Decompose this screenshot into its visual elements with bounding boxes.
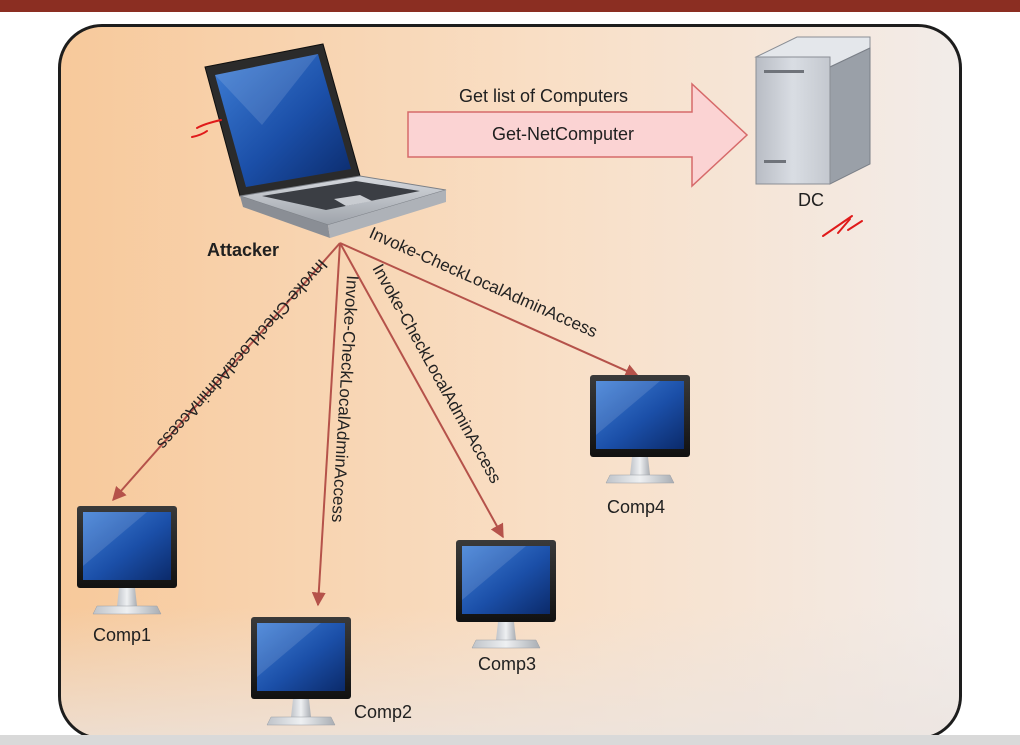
comp2-label: Comp2 bbox=[354, 702, 413, 722]
edge-attacker-comp4 bbox=[339, 242, 640, 378]
request-arrow-top-label: Get list of Computers bbox=[459, 86, 629, 106]
comp3-label: Comp3 bbox=[478, 654, 537, 674]
comp1-label: Comp1 bbox=[93, 625, 152, 645]
attacker-label: Attacker bbox=[207, 240, 280, 260]
monitor-icon-comp1 bbox=[76, 505, 178, 615]
header-bar bbox=[0, 0, 1020, 12]
monitor-icon-comp2 bbox=[250, 616, 352, 726]
edge-label-comp1: Invoke-CheckLocalAdminAccess bbox=[153, 255, 331, 453]
edge-label-comp3: Invoke-CheckLocalAdminAccess bbox=[369, 261, 506, 487]
dc-label: DC bbox=[798, 190, 824, 210]
edge-label-comp2: Invoke-CheckLocalAdminAccess bbox=[328, 275, 362, 523]
pen-annotations bbox=[191, 119, 863, 237]
edges bbox=[112, 242, 640, 607]
laptop-icon bbox=[204, 43, 447, 238]
comp4-label: Comp4 bbox=[607, 497, 666, 517]
edge-attacker-comp1 bbox=[112, 242, 341, 502]
monitor-icon-comp4 bbox=[589, 374, 691, 484]
request-arrow bbox=[407, 82, 749, 188]
bottom-strip bbox=[0, 735, 1020, 745]
server-icon bbox=[754, 36, 871, 185]
monitor-icon-comp3 bbox=[455, 539, 557, 649]
edge-attacker-comp3 bbox=[339, 242, 504, 539]
request-arrow-bottom-label: Get-NetComputer bbox=[492, 124, 635, 144]
edge-attacker-comp2 bbox=[311, 242, 341, 607]
